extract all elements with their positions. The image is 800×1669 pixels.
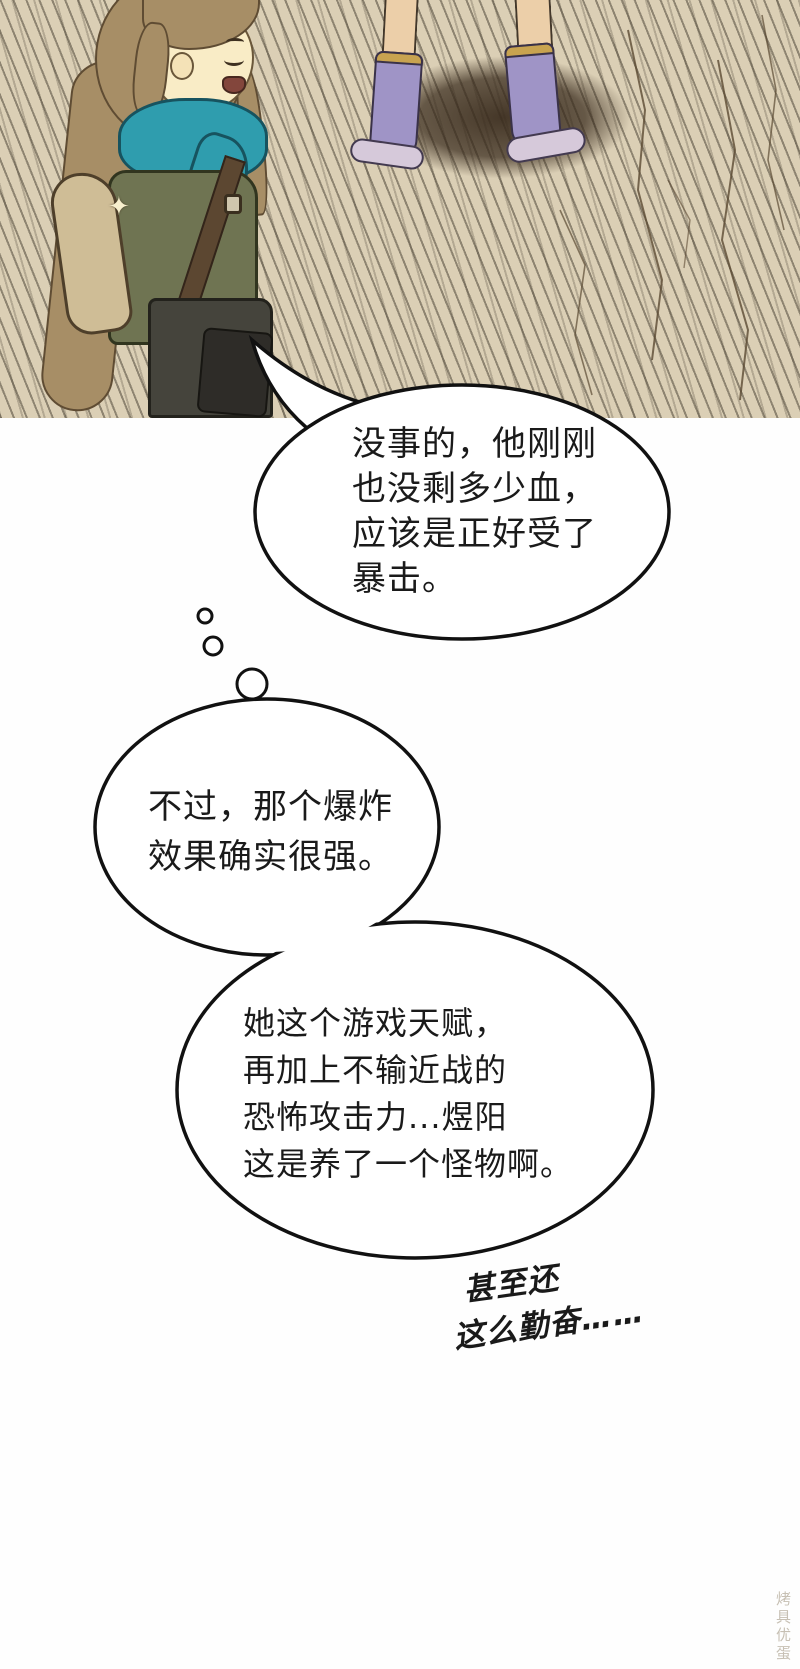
speech-line: 也没剩多少血， xyxy=(352,469,597,509)
character-mouth xyxy=(222,76,246,94)
thought-line: 她这个游戏天赋， xyxy=(243,1004,508,1042)
thought-line: 这是养了一个怪物啊。 xyxy=(243,1145,574,1183)
thought-bubble-2-text: 她这个游戏天赋， 再加上不输近战的 恐怖攻击力...煜阳 这是养了一个怪物啊。 xyxy=(243,1000,573,1188)
character-closed-eye xyxy=(224,54,244,66)
crack-line xyxy=(717,59,750,401)
crack-line xyxy=(667,179,691,269)
thought-trail-dot xyxy=(196,607,214,625)
speech-line: 没事的，他刚刚 xyxy=(352,424,597,464)
thought-trail-dot-fill xyxy=(239,671,265,697)
speech-line: 暴击。 xyxy=(352,559,457,599)
speech-bubble xyxy=(253,383,671,641)
thought-line: 不过，那个爆炸 xyxy=(148,787,393,827)
watermark: 烤具优蛋 xyxy=(774,1591,792,1663)
crack-line xyxy=(559,209,593,396)
speech-bubble-text: 没事的，他刚刚 也没剩多少血， 应该是正好受了 暴击。 xyxy=(352,422,597,602)
character-eyebrow xyxy=(226,38,244,46)
sparkle-icon: ✦ xyxy=(108,192,130,222)
thought-bubble-1-text: 不过，那个爆炸 效果确实很强。 xyxy=(148,782,393,882)
character-strap-buckle xyxy=(224,194,242,214)
thought-line: 再加上不输近战的 xyxy=(243,1051,508,1089)
thought-trail-dot xyxy=(202,635,224,657)
comic-panel: ✦ xyxy=(0,0,800,418)
crack-line xyxy=(761,14,785,231)
thought-line: 恐怖攻击力...煜阳 xyxy=(243,1098,508,1136)
thought-line: 效果确实很强。 xyxy=(148,837,393,877)
speech-line: 应该是正好受了 xyxy=(352,514,597,554)
thought-bubble-1-fill xyxy=(98,702,436,952)
character-ear xyxy=(170,52,194,80)
thought-bubble-2-fill xyxy=(180,925,650,1255)
